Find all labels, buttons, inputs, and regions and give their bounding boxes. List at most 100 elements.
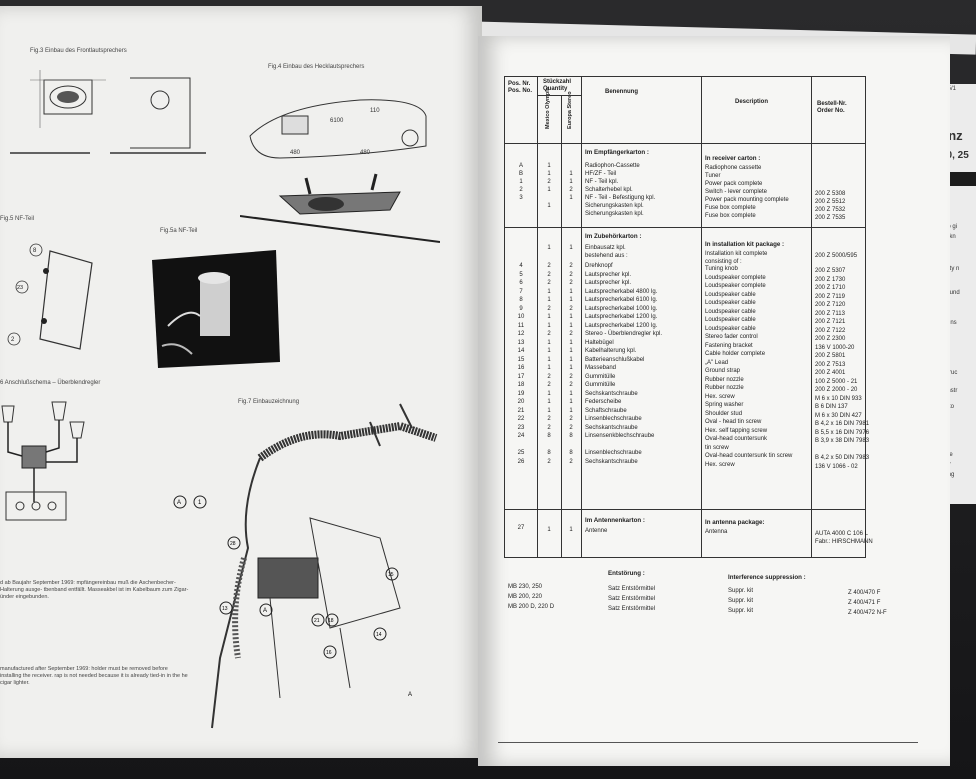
receiver-row-description: Fuse box complete (705, 213, 756, 219)
fig7-callout-7: 21 (314, 618, 320, 624)
kit-row-order: M 6 x 30 DIN 427 (815, 412, 862, 419)
kit-row-description: Hex. self tapping screw (705, 427, 768, 434)
kit-row-order: 200 Z 4001 (815, 370, 846, 376)
fig7-callout-5: A (263, 608, 267, 614)
suppression-row-order: Z 400/472 N-F (848, 610, 887, 616)
kit-row-name: Lautsprecherkabel 6100 lg. (585, 297, 658, 303)
kit-row-name: Lautsprecherkabel 4800 lg. (585, 288, 658, 295)
kit-row-description: Shoulder stud (705, 410, 743, 417)
kit-row-order: 200 Z 7513 (815, 361, 846, 368)
footer-rule (498, 742, 918, 743)
header-description: Description (735, 99, 769, 105)
kit-row-qty-mexico: 1 (547, 348, 551, 354)
receiver-row-name: NF - Teil - Befestigung kpl. (585, 195, 656, 201)
kit-row-description: Spring washer (705, 402, 744, 408)
kit-row-pos: 10 (517, 314, 525, 320)
kit-row-description: Hex. screw (705, 461, 735, 468)
receiver-row-name: HF/ZF - Teil (585, 171, 617, 177)
kit-row-qty-mexico: 1 (547, 322, 551, 329)
receiver-row-qty-mexico: 1 (547, 163, 551, 169)
receiver-row-name: Sicherungskasten kpl. (585, 203, 644, 209)
kit-row-qty-europa: 1 (569, 356, 573, 363)
receiver-row-description: Radiophone cassette (705, 165, 762, 171)
section-receiver-de: Im Empfängerkarton : (585, 149, 649, 156)
fig7-callout-8: 18 (328, 618, 334, 624)
kit-row-name: Linsenblechschraube (585, 450, 642, 456)
kit-row-qty-europa: 1 (569, 348, 573, 354)
antenna-description: Antenna (705, 529, 728, 535)
kit-row-qty-mexico: 1 (547, 399, 551, 405)
kit-divider (505, 509, 865, 510)
kit-row-qty-europa: 2 (569, 305, 573, 312)
fig6-wiring-diagram (1, 401, 85, 521)
receiver-divider (505, 227, 865, 228)
note-german: d ab Baujahr September 1969: mpfängerein… (0, 580, 189, 600)
kit-row-qty-europa: 2 (569, 458, 573, 465)
kit-row-name: Linsensenkblechschraube (585, 433, 655, 439)
kit-row-order: 200 Z 2300 (815, 336, 846, 342)
receiver-row-qty-europa: 2 (569, 187, 573, 193)
kit-row-description: „A" Lead (705, 359, 729, 366)
receiver-row-qty-europa: 1 (569, 179, 573, 185)
kit-row-description: Loudspeaker complete (705, 283, 766, 289)
kit-row-qty-europa: 1 (569, 399, 573, 405)
kit-row-qty-mexico: 1 (547, 365, 551, 371)
kit-row-name: Sechskantschraube (585, 458, 638, 465)
kit-row-qty-mexico: 1 (547, 288, 551, 295)
fig4-dim-2: 6100 (330, 118, 344, 124)
kit-row-name: Kabelhalterung kpl. (585, 348, 637, 354)
fig4-dim-4: 480 (360, 150, 371, 156)
kit-row-pos: 21 (517, 407, 525, 414)
kit-row-order: 100 Z 5000 - 21 (815, 378, 858, 385)
header-pos: Pos. Nr. Pos. No. (508, 81, 533, 94)
fig4-caption: Fig.4 Einbau des Hecklautsprechers (268, 64, 365, 70)
kit-intro-qty-mexico: 1 (547, 245, 551, 251)
receiver-row-description: Power pack mounting complete (705, 197, 789, 203)
kit-row-description: tin screw (705, 444, 729, 451)
fig3-front-speaker-drawing (10, 70, 206, 154)
kit-row-qty-mexico: 2 (547, 331, 551, 337)
receiver-row-order: 200 Z 7535 (815, 215, 846, 221)
kit-intro-description: consisting of : (705, 259, 742, 265)
receiver-row-name: Sicherungskasten kpl. (585, 211, 644, 217)
fig5-nf-unit-drawing: 8 23 2 (7, 243, 93, 350)
kit-row-qty-europa: 2 (569, 382, 573, 388)
receiver-row-pos: 3 (519, 195, 523, 201)
kit-row-name: Gummitülle (585, 373, 616, 380)
kit-row-name: Schaftschraube (585, 407, 627, 414)
antenna-qty-mexico: 1 (547, 527, 551, 533)
section-antenna-en: In antenna package: (705, 519, 765, 526)
kit-row-pos: 17 (517, 373, 525, 380)
kit-row-order: 200 Z 7119 (815, 293, 845, 300)
kit-row-pos: 16 (517, 365, 525, 371)
kit-row-name: Sechskantschraube (585, 390, 638, 397)
header-order: Bestell-Nr. Order No. (817, 101, 847, 114)
antenna-order: AUTA 4000 C 106 L (815, 531, 868, 537)
receiver-row-pos: A (518, 163, 523, 169)
fig5a-photo (152, 250, 280, 368)
kit-row-name: Linsenblechschraube (585, 416, 642, 422)
antenna-maker: Fabr.: HIRSCHMANN (815, 539, 873, 545)
kit-row-qty-europa: 2 (569, 331, 573, 337)
kit-row-order: 200 Z 5307 (815, 268, 846, 274)
kit-row-description: Loudspeaker complete (705, 274, 766, 281)
fig3-caption: Fig.3 Einbau des Frontlautsprechers (30, 48, 127, 54)
kit-row-order: 200 Z 2000 - 20 (815, 387, 858, 393)
receiver-row-description: Fuse box complete (705, 205, 756, 211)
fig7-callout-1: A (177, 500, 181, 506)
suppression-row-model: MB 200, 220 (508, 594, 543, 600)
section-antenna-de: Im Antennenkarton : (585, 517, 645, 524)
kit-row-pos: 20 (517, 399, 525, 405)
kit-row-pos: 25 (517, 450, 525, 456)
receiver-row-pos: B (518, 171, 523, 177)
suppression-row-name: Satz Entstörmittel (608, 586, 656, 592)
kit-row-qty-europa: 2 (569, 416, 573, 422)
suppression-row-name: Satz Entstörmittel (608, 606, 656, 612)
suppression-row-model: MB 230, 250 (508, 584, 543, 590)
kit-row-order: 200 Z 7121 (815, 319, 846, 325)
suppression-row-model: MB 200 D, 220 D (508, 604, 555, 610)
kit-row-qty-europa: 1 (569, 339, 573, 346)
kit-row-qty-mexico: 1 (547, 407, 551, 414)
kit-row-pos: 23 (517, 424, 525, 431)
kit-row-qty-mexico: 2 (547, 271, 551, 278)
